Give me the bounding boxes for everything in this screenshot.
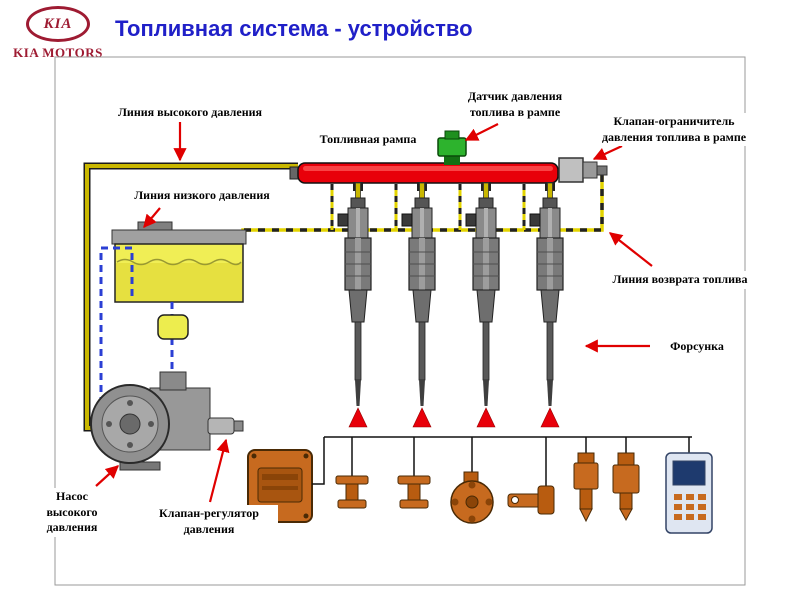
arrow-low-pressure-line bbox=[143, 207, 161, 229]
pump-sensor bbox=[450, 471, 494, 524]
arrow-pressure-regulator-valve bbox=[208, 438, 230, 503]
page-title: Топливная система - устройство bbox=[115, 16, 473, 41]
fuel-filter bbox=[157, 314, 189, 340]
pressure-sensor bbox=[612, 452, 640, 522]
arrow-high-pressure-pump bbox=[95, 465, 119, 487]
label-low-pressure-line: Линия низкого давления bbox=[110, 187, 294, 205]
arrow-rail-pressure-sensor bbox=[464, 123, 499, 141]
lever-sensor bbox=[507, 485, 555, 515]
label-rail-pressure-sensor: Датчик давления топлива в рампе bbox=[452, 88, 578, 122]
diagnostic-tester bbox=[665, 452, 713, 534]
fuel-rail bbox=[289, 162, 559, 191]
label-injector: Форсунка bbox=[655, 338, 739, 356]
ecu-module bbox=[247, 449, 313, 523]
rail-pressure-sensor bbox=[437, 130, 467, 165]
wiring-harness bbox=[312, 436, 692, 486]
temp-sensor bbox=[573, 452, 599, 523]
high-pressure-pump bbox=[90, 371, 244, 471]
kia-logo-text: KIA bbox=[43, 15, 73, 32]
kia-logo-oval: KIA bbox=[26, 6, 90, 42]
label-high-pressure-pump: Насос высокого давления bbox=[32, 488, 112, 537]
label-fuel-rail: Топливная рампа bbox=[299, 131, 437, 149]
arrow-fuel-return-line bbox=[608, 232, 653, 267]
label-fuel-return-line: Линия возврата топлива bbox=[593, 271, 767, 289]
label-high-pressure-line: Линия высокого давления bbox=[92, 104, 288, 122]
pressure-limiter-valve bbox=[558, 157, 608, 183]
arrow-pressure-limiter-valve bbox=[592, 145, 623, 160]
kia-brand-name: KIA MOTORS bbox=[13, 45, 103, 60]
kia-logo: KIA KIA MOTORS bbox=[8, 6, 108, 61]
label-pressure-limiter-valve: Клапан-ограничитель давления топлива в р… bbox=[590, 113, 758, 147]
pressure-regulator-valve bbox=[207, 417, 244, 435]
label-pressure-regulator-valve: Клапан-регулятор давления bbox=[140, 505, 278, 539]
